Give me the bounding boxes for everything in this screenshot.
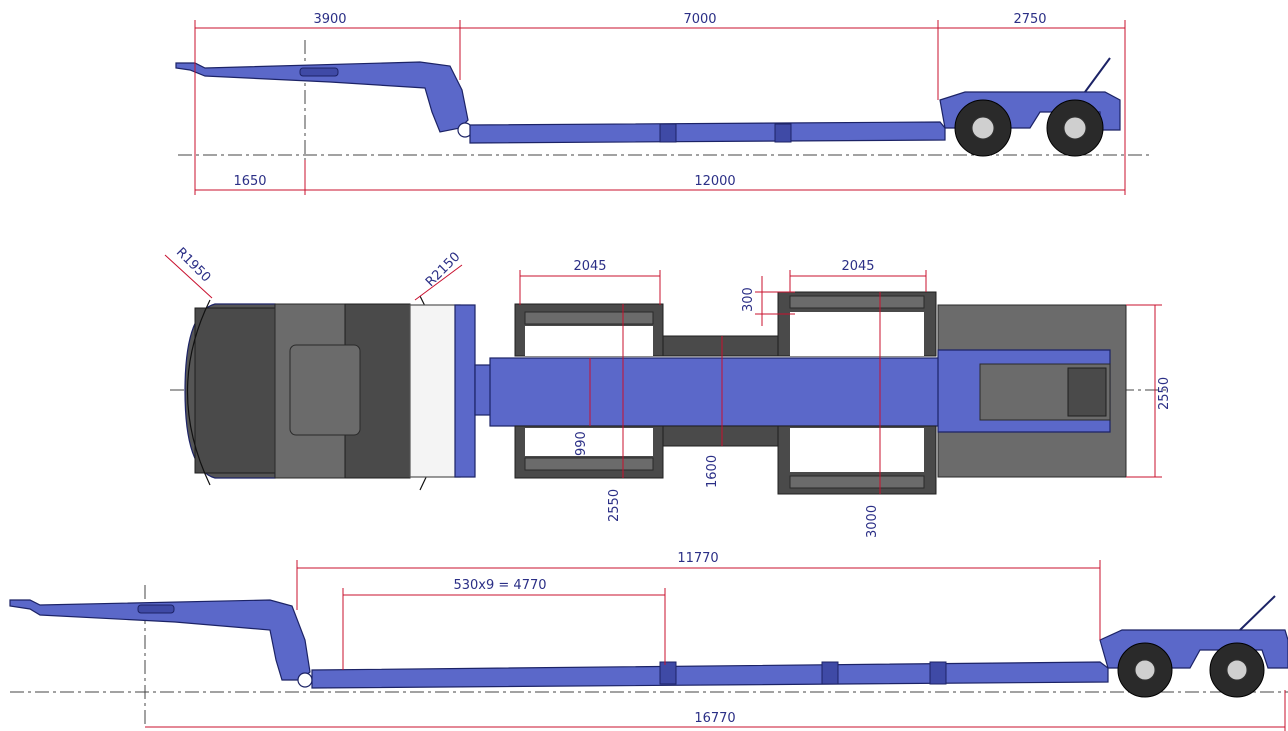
middle-rail-top — [662, 335, 779, 357]
wheel-2-hub — [1063, 116, 1087, 140]
wheel-4-hub — [1226, 659, 1248, 681]
front-center-plate — [289, 344, 361, 436]
leader-r1950 — [164, 254, 213, 299]
side-view-extended: 3900 7000 2750 1650 12000 — [175, 12, 1150, 195]
wheel-3-hub — [1134, 659, 1156, 681]
leader-r2150 — [414, 264, 463, 301]
ramp-arm — [1084, 57, 1111, 93]
low-deck-beam — [469, 121, 946, 144]
dim-990: 990 — [574, 431, 589, 456]
front-grid-panel — [194, 307, 276, 474]
gooseneck-2 — [9, 599, 311, 681]
top-view: R1950 R2150 2045 2045 300 2550 990 2550 … — [164, 245, 1172, 538]
rear-ramp-block — [1067, 367, 1107, 417]
deck-joint-2 — [774, 123, 792, 143]
deck-2-joint-2 — [821, 661, 839, 685]
dim-3000: 3000 — [865, 505, 880, 538]
low-deck-beam-2 — [311, 661, 1109, 689]
outrigger-1-bottom-gap — [525, 428, 653, 456]
dim-2550-mid: 2550 — [607, 489, 622, 522]
dim-2045-a: 2045 — [573, 259, 606, 274]
outrigger-1-top-grate — [524, 311, 654, 325]
deck-2-joint-1 — [659, 661, 677, 685]
swing-plate — [409, 304, 461, 478]
dim-2750: 2750 — [1013, 12, 1046, 27]
deck-2-joint-3 — [929, 661, 947, 685]
side-view-retracted: 11770 530x9 = 4770 16770 — [9, 551, 1288, 731]
dim-12000: 12000 — [694, 174, 735, 189]
gooseneck-slot — [299, 67, 339, 77]
outrigger-2-top-gap — [790, 312, 924, 356]
dim-2045-b: 2045 — [841, 259, 874, 274]
outrigger-2-bottom-gap — [790, 428, 924, 472]
radius-r2150: R2150 — [423, 250, 463, 290]
dim-7000: 7000 — [683, 12, 716, 27]
dim-1650: 1650 — [233, 174, 266, 189]
arc-r1950 — [187, 299, 211, 486]
gooseneck — [175, 61, 469, 133]
radius-r1950: R1950 — [173, 245, 213, 285]
middle-rail-bottom — [662, 425, 779, 447]
dim-300: 300 — [741, 287, 756, 312]
dim-3900: 3900 — [313, 12, 346, 27]
dim-16770: 16770 — [694, 711, 735, 726]
gooseneck-crossbeam — [454, 304, 476, 478]
deck-joint-1 — [659, 123, 677, 143]
outrigger-2-bottom-grate — [789, 475, 925, 489]
dim-530x9: 530x9 = 4770 — [453, 578, 546, 593]
hitch-pin-2 — [297, 672, 313, 688]
dim-2550-rear: 2550 — [1157, 377, 1172, 410]
dim-11770: 11770 — [677, 551, 718, 566]
ramp-arm-2 — [1239, 595, 1276, 631]
wheel-1-hub — [971, 116, 995, 140]
dim-1600: 1600 — [705, 455, 720, 488]
outrigger-2-top-grate — [789, 295, 925, 309]
gooseneck-2-slot — [137, 604, 175, 614]
outrigger-1-top-gap — [525, 326, 653, 356]
outrigger-1-bottom-grate — [524, 457, 654, 471]
central-spine — [489, 357, 941, 427]
